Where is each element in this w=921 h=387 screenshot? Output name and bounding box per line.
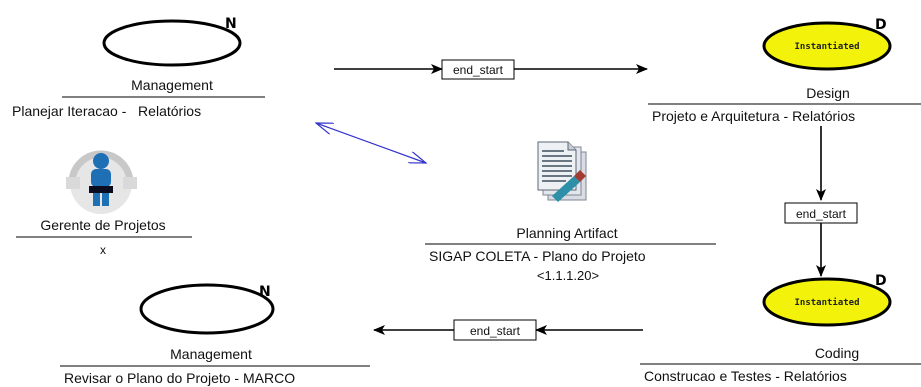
connection-coding-to-revisar[interactable]: end_start xyxy=(373,319,643,341)
activity-planejar-iteracao[interactable]: N Management Planejar Iteracao - Relatór… xyxy=(12,16,265,119)
activity-name-label: Construcao e Testes - Relatórios xyxy=(644,368,847,384)
association-line[interactable] xyxy=(316,123,426,163)
connector-label: end_start xyxy=(453,63,504,77)
normal-badge: N xyxy=(225,16,237,32)
activity-coding[interactable]: Instantiated D Coding Construcao e Teste… xyxy=(640,273,921,384)
activity-design[interactable]: Instantiated D Design Projeto e Arquitet… xyxy=(648,17,921,124)
connector-box xyxy=(441,59,515,80)
artifact-planning[interactable]: Planning Artifact SIGAP COLETA - Plano d… xyxy=(425,141,716,283)
connector-box xyxy=(453,319,537,341)
role-gerente-de-projetos[interactable]: Gerente de Projetos x xyxy=(16,150,192,257)
connector-label: end_start xyxy=(796,207,847,221)
normal-badge: N xyxy=(259,284,271,300)
status-label: Instantiated xyxy=(794,41,859,52)
activity-ellipse xyxy=(139,283,275,335)
defined-badge: D xyxy=(875,273,887,289)
artifact-name-label: SIGAP COLETA - Plano do Projeto xyxy=(429,248,646,264)
connection-design-to-coding[interactable]: end_start xyxy=(784,126,858,277)
connector-box xyxy=(784,202,858,224)
artifact-type-label: Planning Artifact xyxy=(516,225,617,241)
activity-type-label: Management xyxy=(170,346,252,362)
activity-name-label: Projeto e Arquitetura - Relatórios xyxy=(652,108,855,124)
activity-revisar-plano[interactable]: N Management Revisar o Plano do Projeto … xyxy=(60,283,370,386)
activity-name-label: Planejar Iteracao - Relatórios xyxy=(12,103,201,119)
activity-type-label: Coding xyxy=(815,345,859,361)
status-label: Instantiated xyxy=(794,297,859,308)
activity-ellipse xyxy=(762,277,892,327)
connection-planejar-to-design[interactable]: end_start xyxy=(334,59,648,80)
artifact-version-label: <1.1.1.20> xyxy=(537,268,599,283)
activity-type-label: Management xyxy=(131,77,213,93)
activity-type-label: Design xyxy=(806,85,850,101)
defined-badge: D xyxy=(875,17,887,33)
activity-ellipse xyxy=(102,19,242,67)
role-name-label: Gerente de Projetos xyxy=(40,217,165,233)
role-assignee-label: x xyxy=(100,243,106,257)
activity-ellipse xyxy=(762,21,892,71)
activity-name-label: Revisar o Plano do Projeto - MARCO xyxy=(64,370,295,386)
connector-label: end_start xyxy=(470,324,521,338)
document-stack-icon xyxy=(537,141,587,202)
user-gear-icon xyxy=(66,150,137,214)
